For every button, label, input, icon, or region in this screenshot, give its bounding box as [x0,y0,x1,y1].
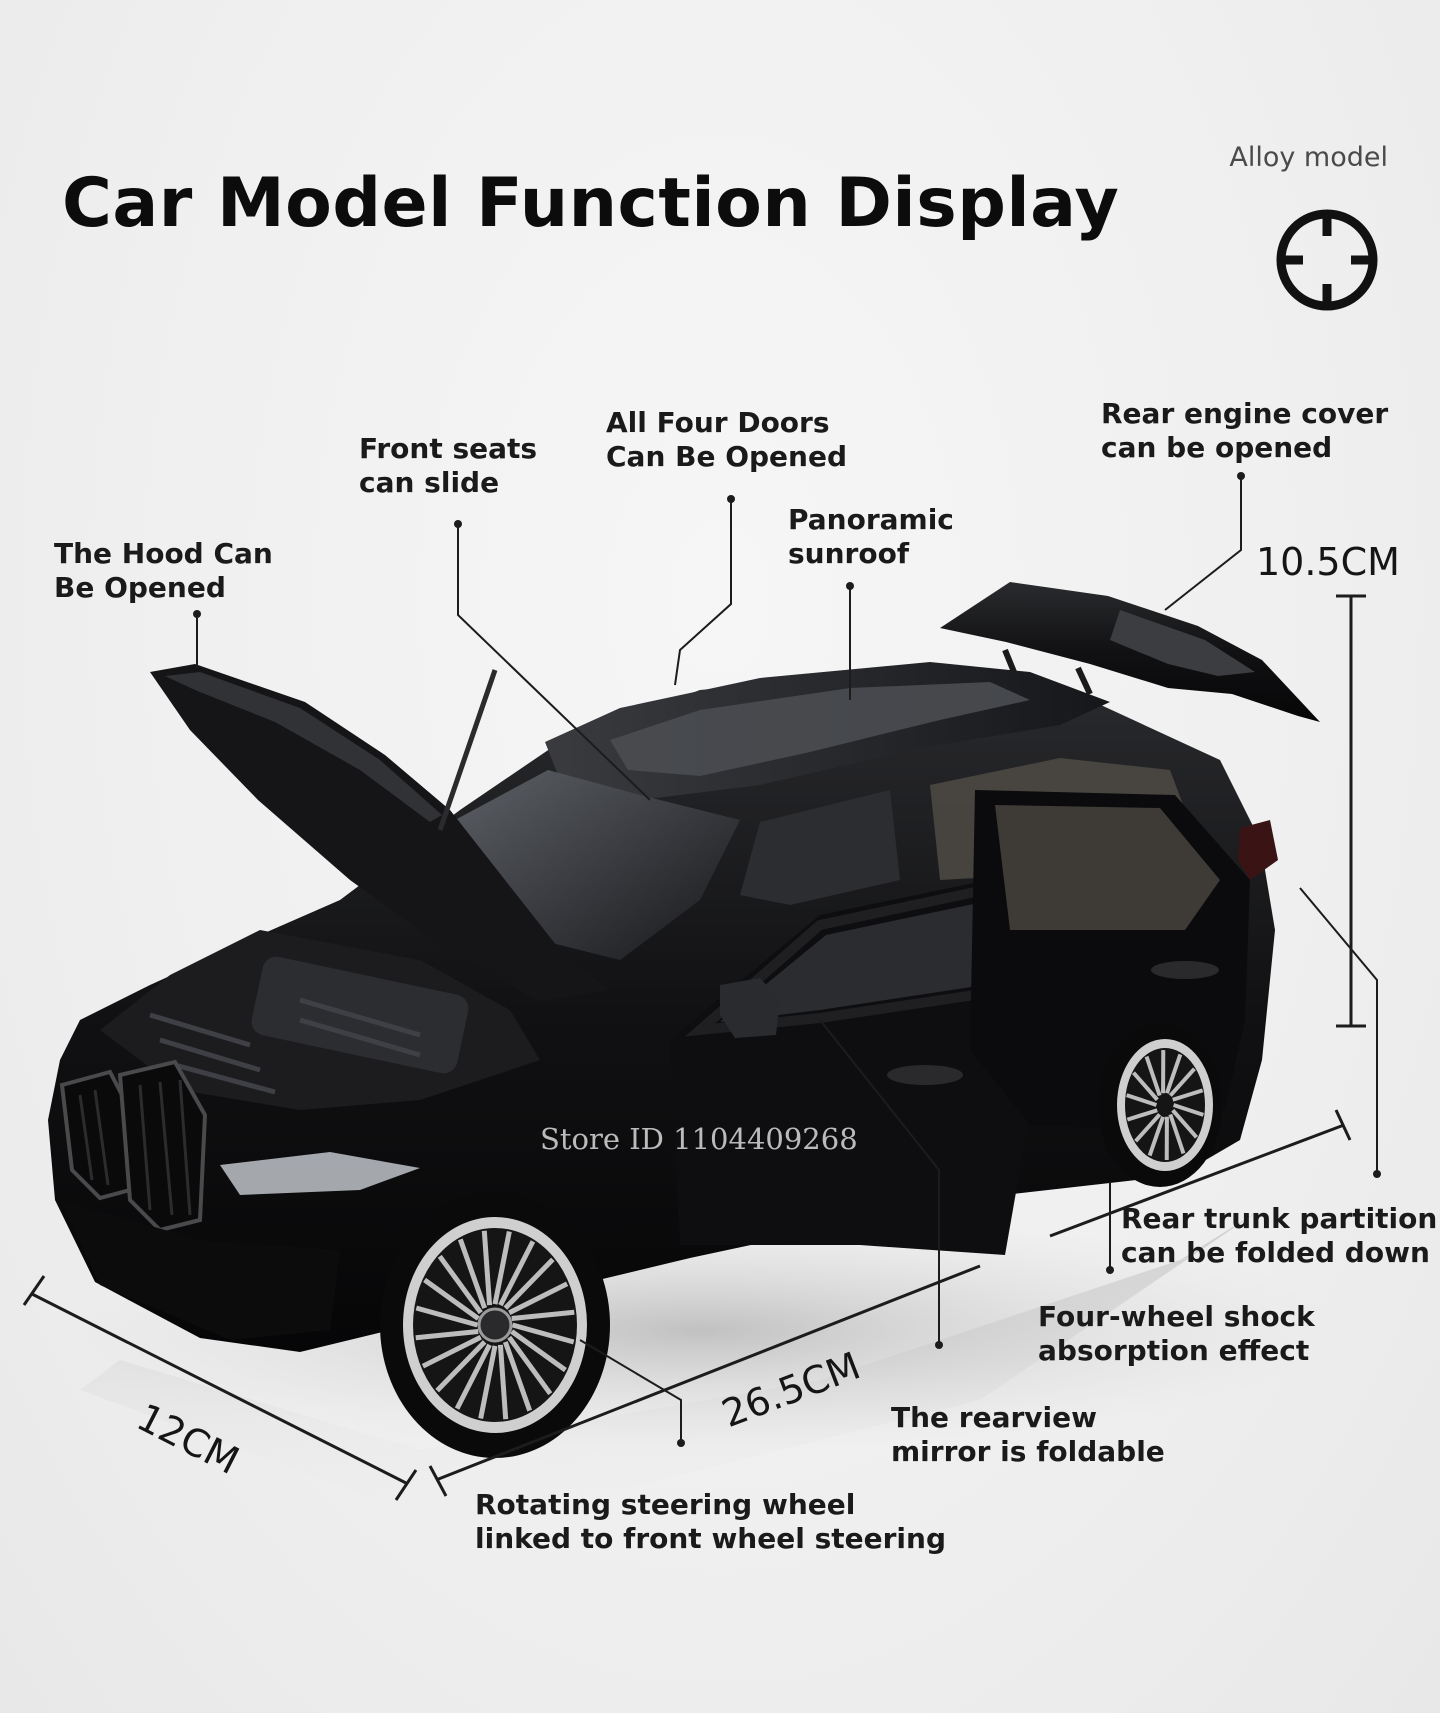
hatch-strut [1002,648,1017,674]
side-mirror [720,978,780,1038]
rear-door-handle [1151,961,1219,979]
wheel-spoke [502,1341,533,1412]
page-title: Car Model Function Display [62,164,1120,243]
callout-shock: Four-wheel shock absorption effect [1038,1300,1315,1367]
wheel-spoke [481,1230,493,1306]
callout-steering: Rotating steering wheel linked to front … [475,1488,946,1555]
wheel-spoke [423,1277,480,1321]
wheel-spoke [435,1340,487,1393]
wheel-spoke [1168,1113,1186,1155]
floor-reflection [80,1210,1260,1530]
wheel-spoke [1172,1103,1204,1117]
grille-slats [78,1079,192,1216]
wheel-spoke [503,1257,555,1310]
wheel-spoke [457,1238,488,1309]
wheel-spoke [498,1240,536,1307]
callout-sunroof: Panoramic sunroof [788,503,954,570]
callout-trunk-partition: Rear trunk partition can be folded down [1121,1202,1438,1269]
wheel-spoke [415,1305,479,1328]
wheel-spoke [1134,1113,1162,1143]
hood-highlight [165,672,442,822]
wheel-spoke [507,1335,553,1396]
wheel-spoke [421,1335,482,1369]
height-dimension-line [1336,594,1366,1028]
crosshair-icon [1276,209,1378,311]
tail-light [1238,820,1278,880]
wheel-spoke [1126,1108,1158,1122]
callout-dots [193,472,1381,1447]
sunroof-glass [610,682,1030,776]
store-watermark: Store ID 1104409268 [540,1122,858,1156]
engine-details [149,997,421,1095]
wheel-spoke [1131,1071,1159,1102]
callout-four-doors: All Four Doors Can Be Opened [606,406,848,473]
height-dimension-label: 10.5CM [1256,540,1400,584]
front-wheel [380,1192,610,1458]
rear-door-glass [995,805,1220,930]
wheel-spoke [1165,1053,1183,1094]
front-bumper [60,1200,340,1340]
headlight [220,1152,420,1195]
wheel-spoke [497,1344,509,1420]
callout-rear-cover: Rear engine cover can be opened [1101,397,1389,464]
rear-hatch [940,582,1320,722]
callout-hood: The Hood Can Be Opened [54,537,273,604]
wheel-spoke [508,1281,569,1315]
wheel-spoke [1144,1055,1162,1097]
side-window-front [740,790,900,905]
wheel-spoke [437,1254,483,1315]
wheel-spoke [478,1345,498,1419]
rear-wheel [1098,1023,1222,1187]
wheel-spoke [492,1231,512,1305]
wheel-spoke [511,1309,575,1322]
front-door-glass [720,890,1040,1022]
wheel-spoke [1172,1088,1204,1102]
hood-strut [437,669,498,831]
open-hood [150,664,610,1002]
wheel-spoke [454,1343,492,1410]
wheel-spoke [510,1329,567,1373]
wheel-spoke [415,1328,479,1341]
callout-mirror: The rearview mirror is foldable [891,1401,1165,1468]
callout-leaders [196,476,1378,1443]
length-dimension-line [428,1109,1352,1497]
hatch-strut [1075,666,1093,696]
wheel-spoke [1147,1116,1165,1157]
wheel-spoke [1168,1067,1196,1097]
callout-front-seats: Front seats can slide [359,432,538,499]
wheel-spoke [1126,1093,1158,1107]
wheel-spoke [1171,1108,1199,1139]
material-label: Alloy model [1229,142,1388,173]
door-handle [887,1065,963,1085]
width-dimension-line [22,1275,418,1501]
rear-hatch-glass [1110,610,1255,676]
wheel-spoke [511,1322,575,1345]
